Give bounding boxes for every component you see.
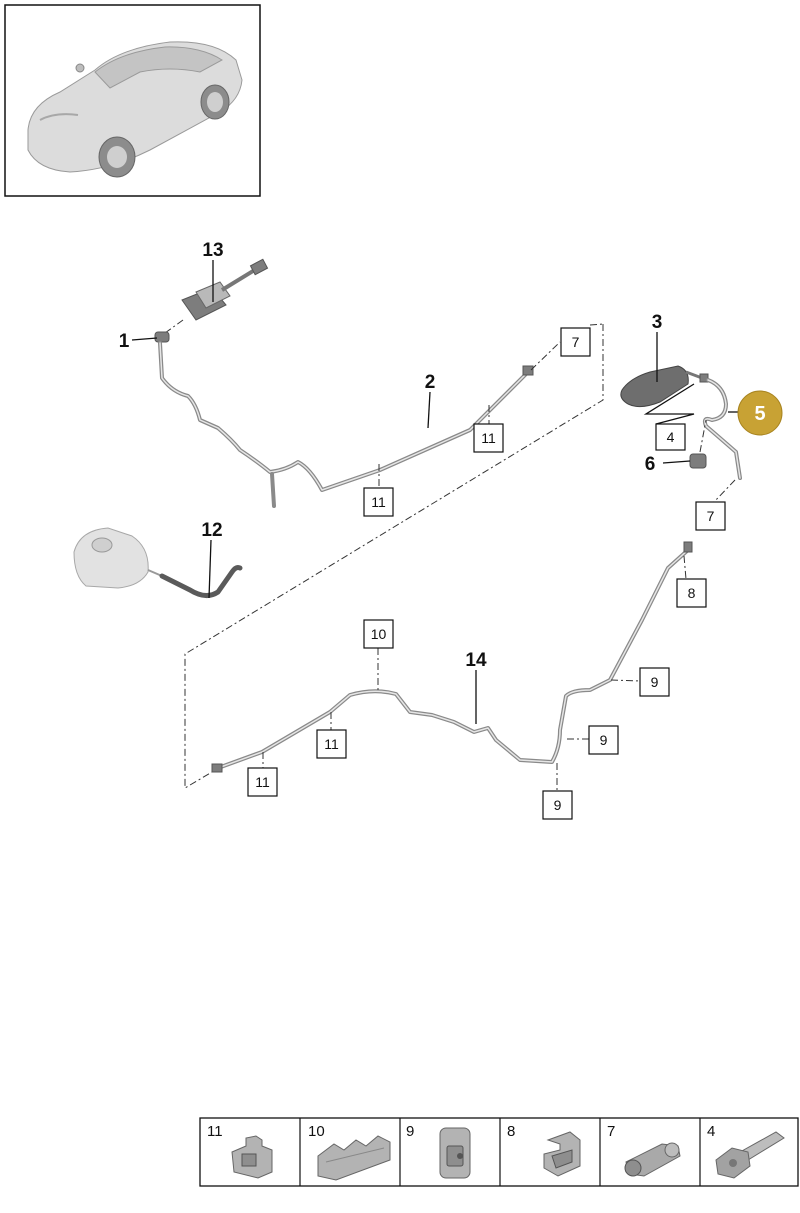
box-11-c: 11 xyxy=(316,729,347,759)
callout-1: 1 xyxy=(119,331,130,352)
vehicle-thumbnail xyxy=(4,4,261,197)
box-11-b: 11 xyxy=(363,487,394,517)
box-11-d: 11 xyxy=(247,767,278,797)
svg-text:4: 4 xyxy=(707,1123,715,1140)
reference-boxes: 7 11 11 4 7 8 10 9 xyxy=(247,327,726,820)
part-1-connector xyxy=(154,331,170,343)
strip-cell-10[interactable]: 10 xyxy=(308,1123,391,1181)
part-5-hose xyxy=(702,378,742,480)
clip-9-icon xyxy=(439,1127,471,1179)
svg-text:7: 7 xyxy=(707,508,715,524)
strip-cell-11[interactable]: 11 xyxy=(207,1123,273,1179)
svg-text:11: 11 xyxy=(371,494,386,510)
strip-cell-9[interactable]: 9 xyxy=(406,1123,471,1179)
svg-text:11: 11 xyxy=(324,736,339,752)
svg-text:9: 9 xyxy=(600,732,608,748)
clip-11-icon xyxy=(231,1135,273,1179)
box-7-top: 7 xyxy=(560,327,591,357)
box-10: 10 xyxy=(363,619,394,649)
part-13-master-cylinder xyxy=(181,258,269,321)
clip-8-icon xyxy=(543,1131,581,1177)
box-11-a: 11 xyxy=(473,423,504,453)
callout-13: 13 xyxy=(202,240,223,261)
svg-text:11: 11 xyxy=(481,430,496,446)
highlight-callout-5[interactable]: 5 xyxy=(737,390,783,436)
svg-text:8: 8 xyxy=(507,1123,515,1140)
strip-cell-8[interactable]: 8 xyxy=(507,1123,581,1177)
assembly-frame xyxy=(184,323,604,789)
strip-cell-7[interactable]: 7 xyxy=(607,1123,681,1177)
highlight-label: 5 xyxy=(754,403,765,425)
car-illustration xyxy=(27,41,243,178)
part-12-reservoir xyxy=(73,527,243,598)
part-2-clutch-line xyxy=(158,341,534,508)
parts-strip: 11 10 9 8 xyxy=(199,1117,799,1187)
strip-cell-4[interactable]: 4 xyxy=(707,1123,785,1179)
part-3-slave-cylinder xyxy=(620,365,709,408)
callout-6: 6 xyxy=(645,454,656,475)
box-7-right: 7 xyxy=(695,501,726,531)
box-9-middle: 9 xyxy=(588,725,619,755)
svg-text:9: 9 xyxy=(554,797,562,813)
box-8: 8 xyxy=(676,578,707,608)
bolt-4-icon xyxy=(715,1131,785,1179)
svg-text:10: 10 xyxy=(308,1123,325,1140)
svg-text:7: 7 xyxy=(572,334,580,350)
callout-labels: 13 1 2 3 6 12 14 xyxy=(119,240,663,671)
svg-text:9: 9 xyxy=(406,1123,414,1140)
callout-12: 12 xyxy=(201,520,222,541)
callout-2: 2 xyxy=(425,372,436,393)
callout-3: 3 xyxy=(652,312,663,333)
leader-lines xyxy=(131,260,691,724)
box-4: 4 xyxy=(655,423,686,451)
part-14-line xyxy=(211,541,693,773)
svg-text:7: 7 xyxy=(607,1123,615,1140)
svg-text:11: 11 xyxy=(207,1123,223,1140)
box-leaders xyxy=(262,341,695,791)
svg-text:10: 10 xyxy=(371,626,387,642)
callout-14: 14 xyxy=(465,650,487,671)
part-6-clip xyxy=(689,453,707,469)
box-9-upper: 9 xyxy=(639,667,670,697)
clip-10-icon xyxy=(317,1135,391,1181)
svg-text:8: 8 xyxy=(688,585,696,601)
svg-text:9: 9 xyxy=(651,674,659,690)
svg-text:4: 4 xyxy=(667,429,675,445)
svg-text:11: 11 xyxy=(255,774,270,790)
box-9-lower: 9 xyxy=(542,790,573,820)
connector-7-icon xyxy=(624,1142,681,1177)
